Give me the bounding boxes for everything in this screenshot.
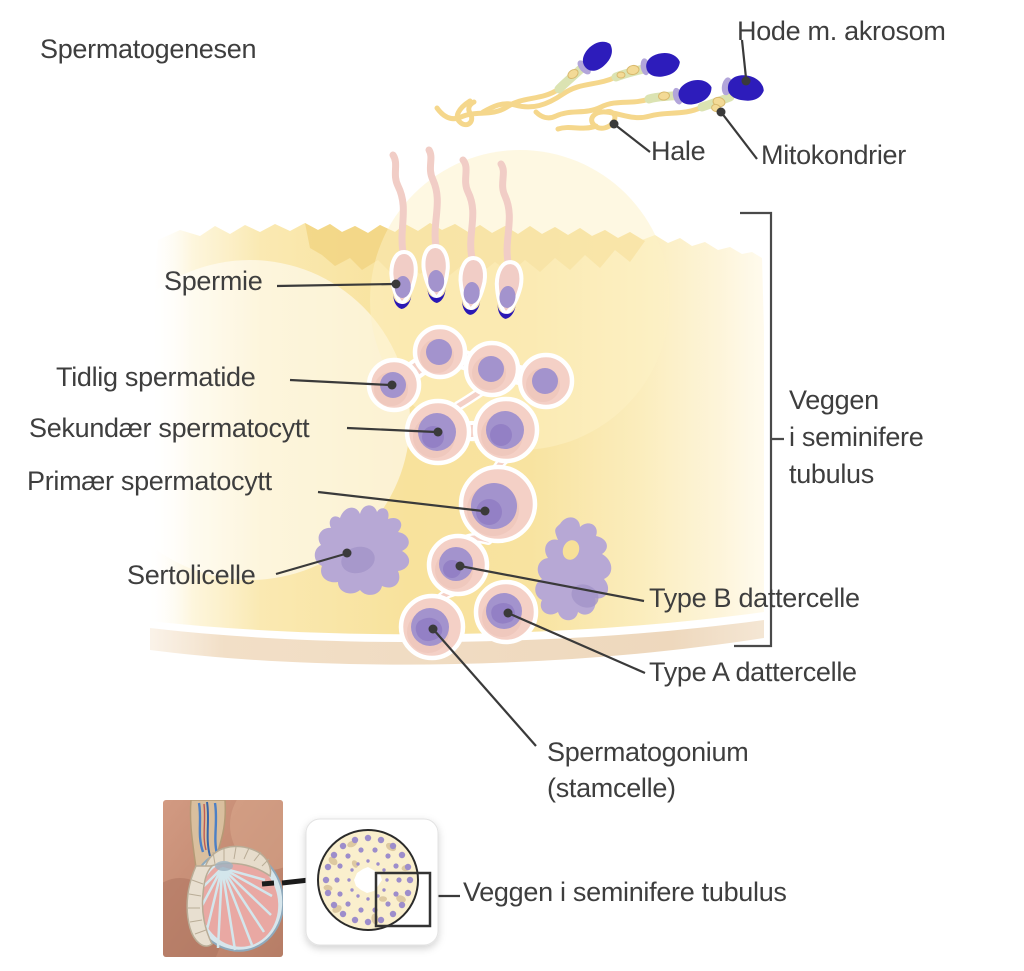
label-sertoli-cell: Sertolicelle (127, 560, 256, 590)
primary-spermatocyte-cell (458, 464, 538, 544)
sertoli-cell-right (535, 517, 612, 621)
cross-section-card (305, 818, 439, 946)
label-wall-bracket-line1: Veggen (789, 385, 879, 415)
label-sperm: Spermie (164, 266, 263, 296)
leader-spermatogonium (432, 628, 537, 747)
label-wall-caption: Veggen i seminifere tubulus (463, 877, 787, 907)
sperm-head-icon (640, 53, 680, 77)
label-tail: Hale (651, 136, 706, 166)
label-spermatogonium-line1: Spermatogonium (547, 737, 749, 767)
label-type-b-daughter: Type B dattercelle (649, 583, 860, 613)
label-primary-spermatocyte: Primær spermatocytt (27, 466, 272, 496)
zoom-square (374, 871, 432, 928)
sperm-head-icon (577, 41, 612, 75)
leader-lines (275, 39, 758, 898)
sperm-head-icon (721, 75, 764, 101)
label-type-a-daughter: Type A dattercelle (649, 657, 857, 687)
leader-sertoli (275, 552, 346, 576)
label-secondary-spermatocyte: Sekundær spermatocytt (29, 413, 310, 443)
cell-bridges (384, 342, 556, 603)
leader-type-b (459, 564, 645, 603)
label-wall-bracket: Veggen i seminifere tubulus (789, 382, 924, 493)
label-mitochondria: Mitokondrier (761, 140, 906, 170)
leader-tail (613, 123, 651, 153)
leader-mitochondria (720, 111, 758, 160)
testis-illustration (163, 800, 283, 957)
label-head-acrosome: Hode m. akrosom (737, 16, 946, 46)
label-spermatogonium: Spermatogonium (stamcelle) (547, 734, 749, 806)
leader-sperm (276, 282, 395, 288)
leader-early-spermatid (289, 378, 391, 387)
cross-section-dots (322, 834, 414, 926)
leader-secondary (346, 426, 437, 434)
embedded-sperm (389, 146, 524, 319)
wall-bracket (734, 211, 784, 648)
leader-head (740, 39, 748, 79)
label-wall-bracket-line2: i seminifere (789, 422, 924, 452)
free-sperm (434, 41, 764, 132)
label-spermatogonium-line2: (stamcelle) (547, 773, 676, 803)
leader-primary (317, 490, 484, 513)
label-early-spermatid: Tidlig spermatide (56, 362, 256, 392)
page-title: Spermatogenesen (40, 34, 257, 64)
label-wall-bracket-line3: tubulus (789, 459, 874, 489)
leader-type-a (507, 611, 646, 675)
sperm-head-icon (672, 80, 712, 105)
